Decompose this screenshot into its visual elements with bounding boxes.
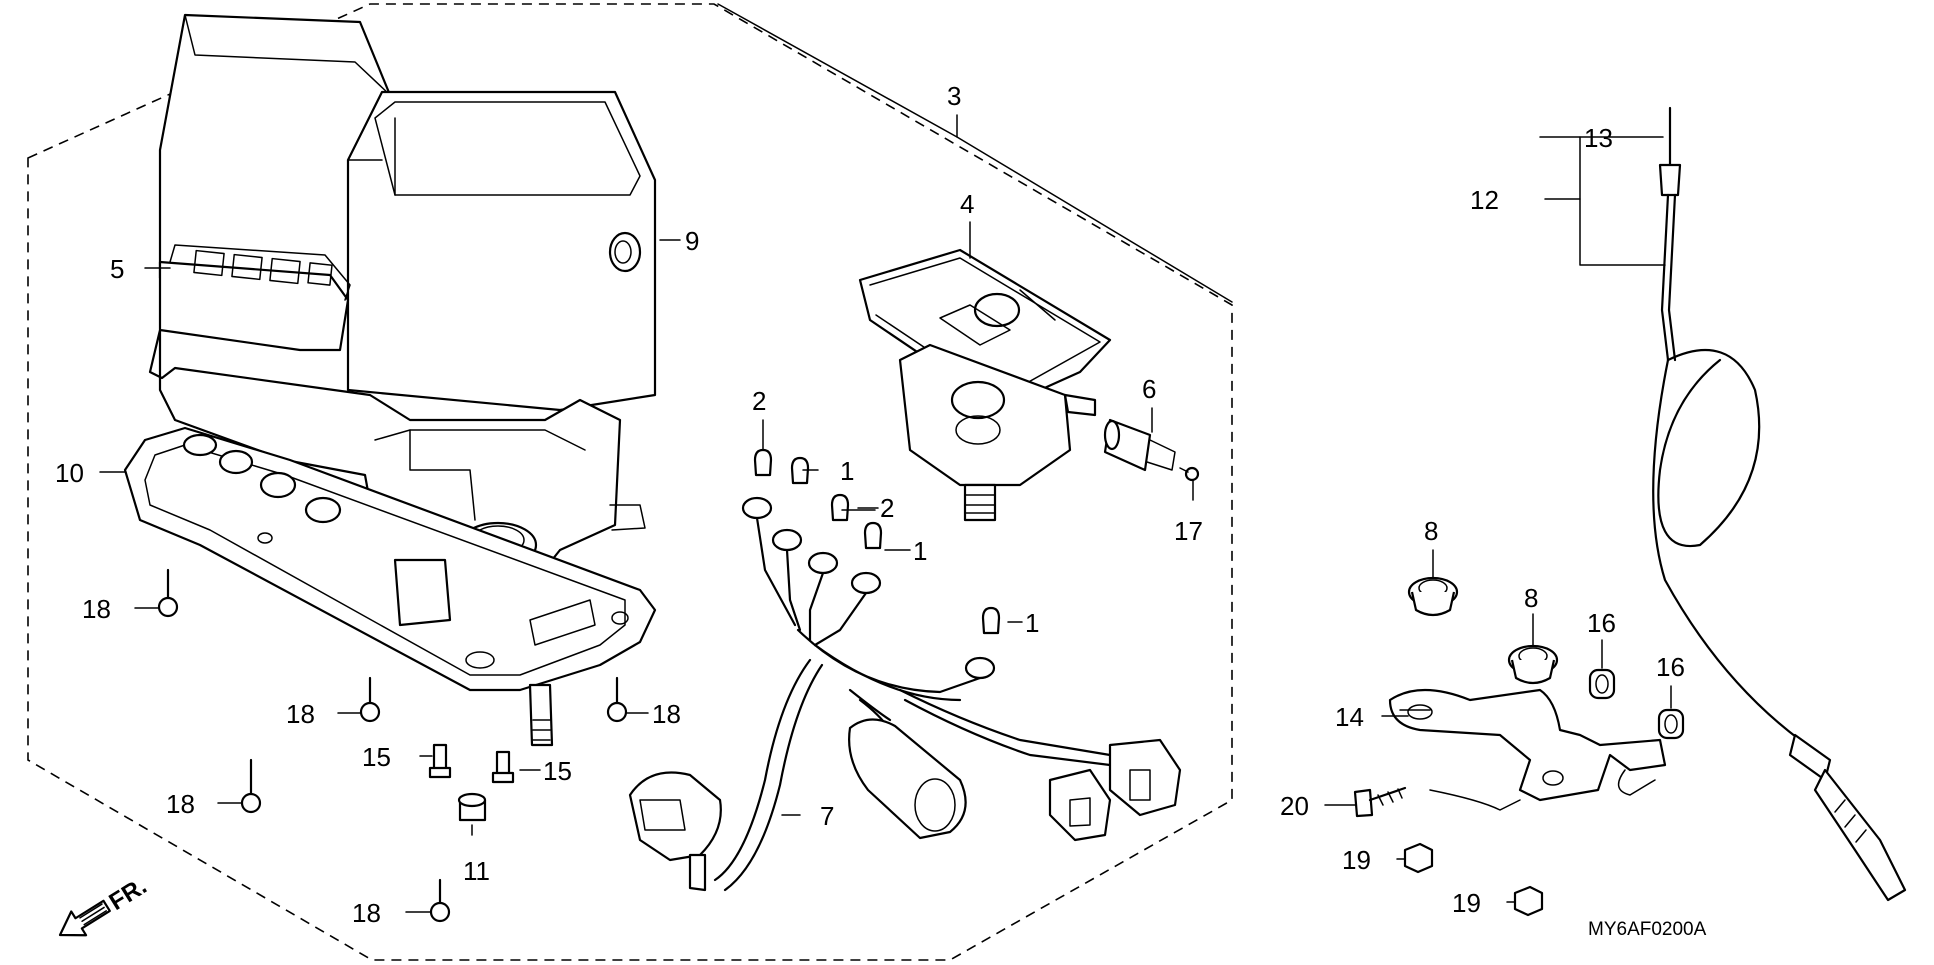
wire-harness	[628, 496, 1182, 892]
callout-18e: 18	[352, 898, 381, 928]
callout-11: 11	[463, 856, 490, 886]
bulbs	[753, 448, 1001, 635]
grommet-8a	[1407, 576, 1459, 617]
collar-11	[457, 792, 487, 822]
lower-case	[123, 426, 657, 747]
bolt-20	[1353, 786, 1407, 818]
callout-3: 3	[947, 81, 961, 111]
callout-18d: 18	[166, 789, 195, 819]
callout-18a: 18	[82, 594, 111, 624]
callout-16b: 16	[1656, 652, 1685, 682]
meter-visor	[158, 13, 657, 412]
callout-9: 9	[685, 226, 699, 256]
callout-15b: 15	[543, 756, 572, 786]
callout-18c: 18	[652, 699, 681, 729]
diagram-code: MY6AF0200A	[1588, 919, 1707, 940]
speedometer-cable	[1652, 106, 1907, 902]
callout-2a: 2	[752, 386, 766, 416]
bushing-16a	[1588, 668, 1616, 700]
callout-8b: 8	[1524, 583, 1538, 613]
callout-20: 20	[1280, 791, 1309, 821]
speedometer-unit	[858, 248, 1112, 522]
callout-13: 13	[1584, 123, 1613, 153]
grommet-8b	[1507, 644, 1559, 685]
drive-gear	[1103, 418, 1176, 472]
callout-15a: 15	[362, 742, 391, 772]
callout-19b: 19	[1452, 888, 1481, 918]
screws	[157, 568, 628, 923]
bushing-16b	[1657, 708, 1685, 740]
cable-bracket	[1388, 688, 1667, 802]
leader-lines	[99, 3, 1672, 913]
callout-7: 7	[820, 801, 834, 831]
callout-14: 14	[1335, 702, 1364, 732]
nut-19b	[1513, 885, 1544, 917]
callout-4: 4	[960, 189, 974, 219]
nut-19a	[1403, 842, 1434, 874]
front-marker: FR.	[105, 873, 152, 916]
callout-19a: 19	[1342, 845, 1371, 875]
callout-12: 12	[1470, 185, 1499, 215]
callout-labels: 3 4 5 9 10 6 17 2 1 2 1 1 7 18 18 18 18 …	[55, 81, 1685, 928]
callout-10: 10	[55, 458, 84, 488]
callout-1a: 1	[840, 456, 854, 486]
callout-5: 5	[110, 254, 124, 284]
front-arrow-icon: FR.	[58, 873, 152, 937]
assembly-boundary	[27, 3, 1233, 961]
callout-18b: 18	[286, 699, 315, 729]
callout-17: 17	[1174, 516, 1203, 546]
callout-1b: 1	[913, 536, 927, 566]
callout-6: 6	[1142, 374, 1156, 404]
callout-16a: 16	[1587, 608, 1616, 638]
screw-17	[1179, 466, 1200, 482]
callout-2b: 2	[880, 493, 894, 523]
callout-1c: 1	[1025, 608, 1039, 638]
callout-8a: 8	[1424, 516, 1438, 546]
